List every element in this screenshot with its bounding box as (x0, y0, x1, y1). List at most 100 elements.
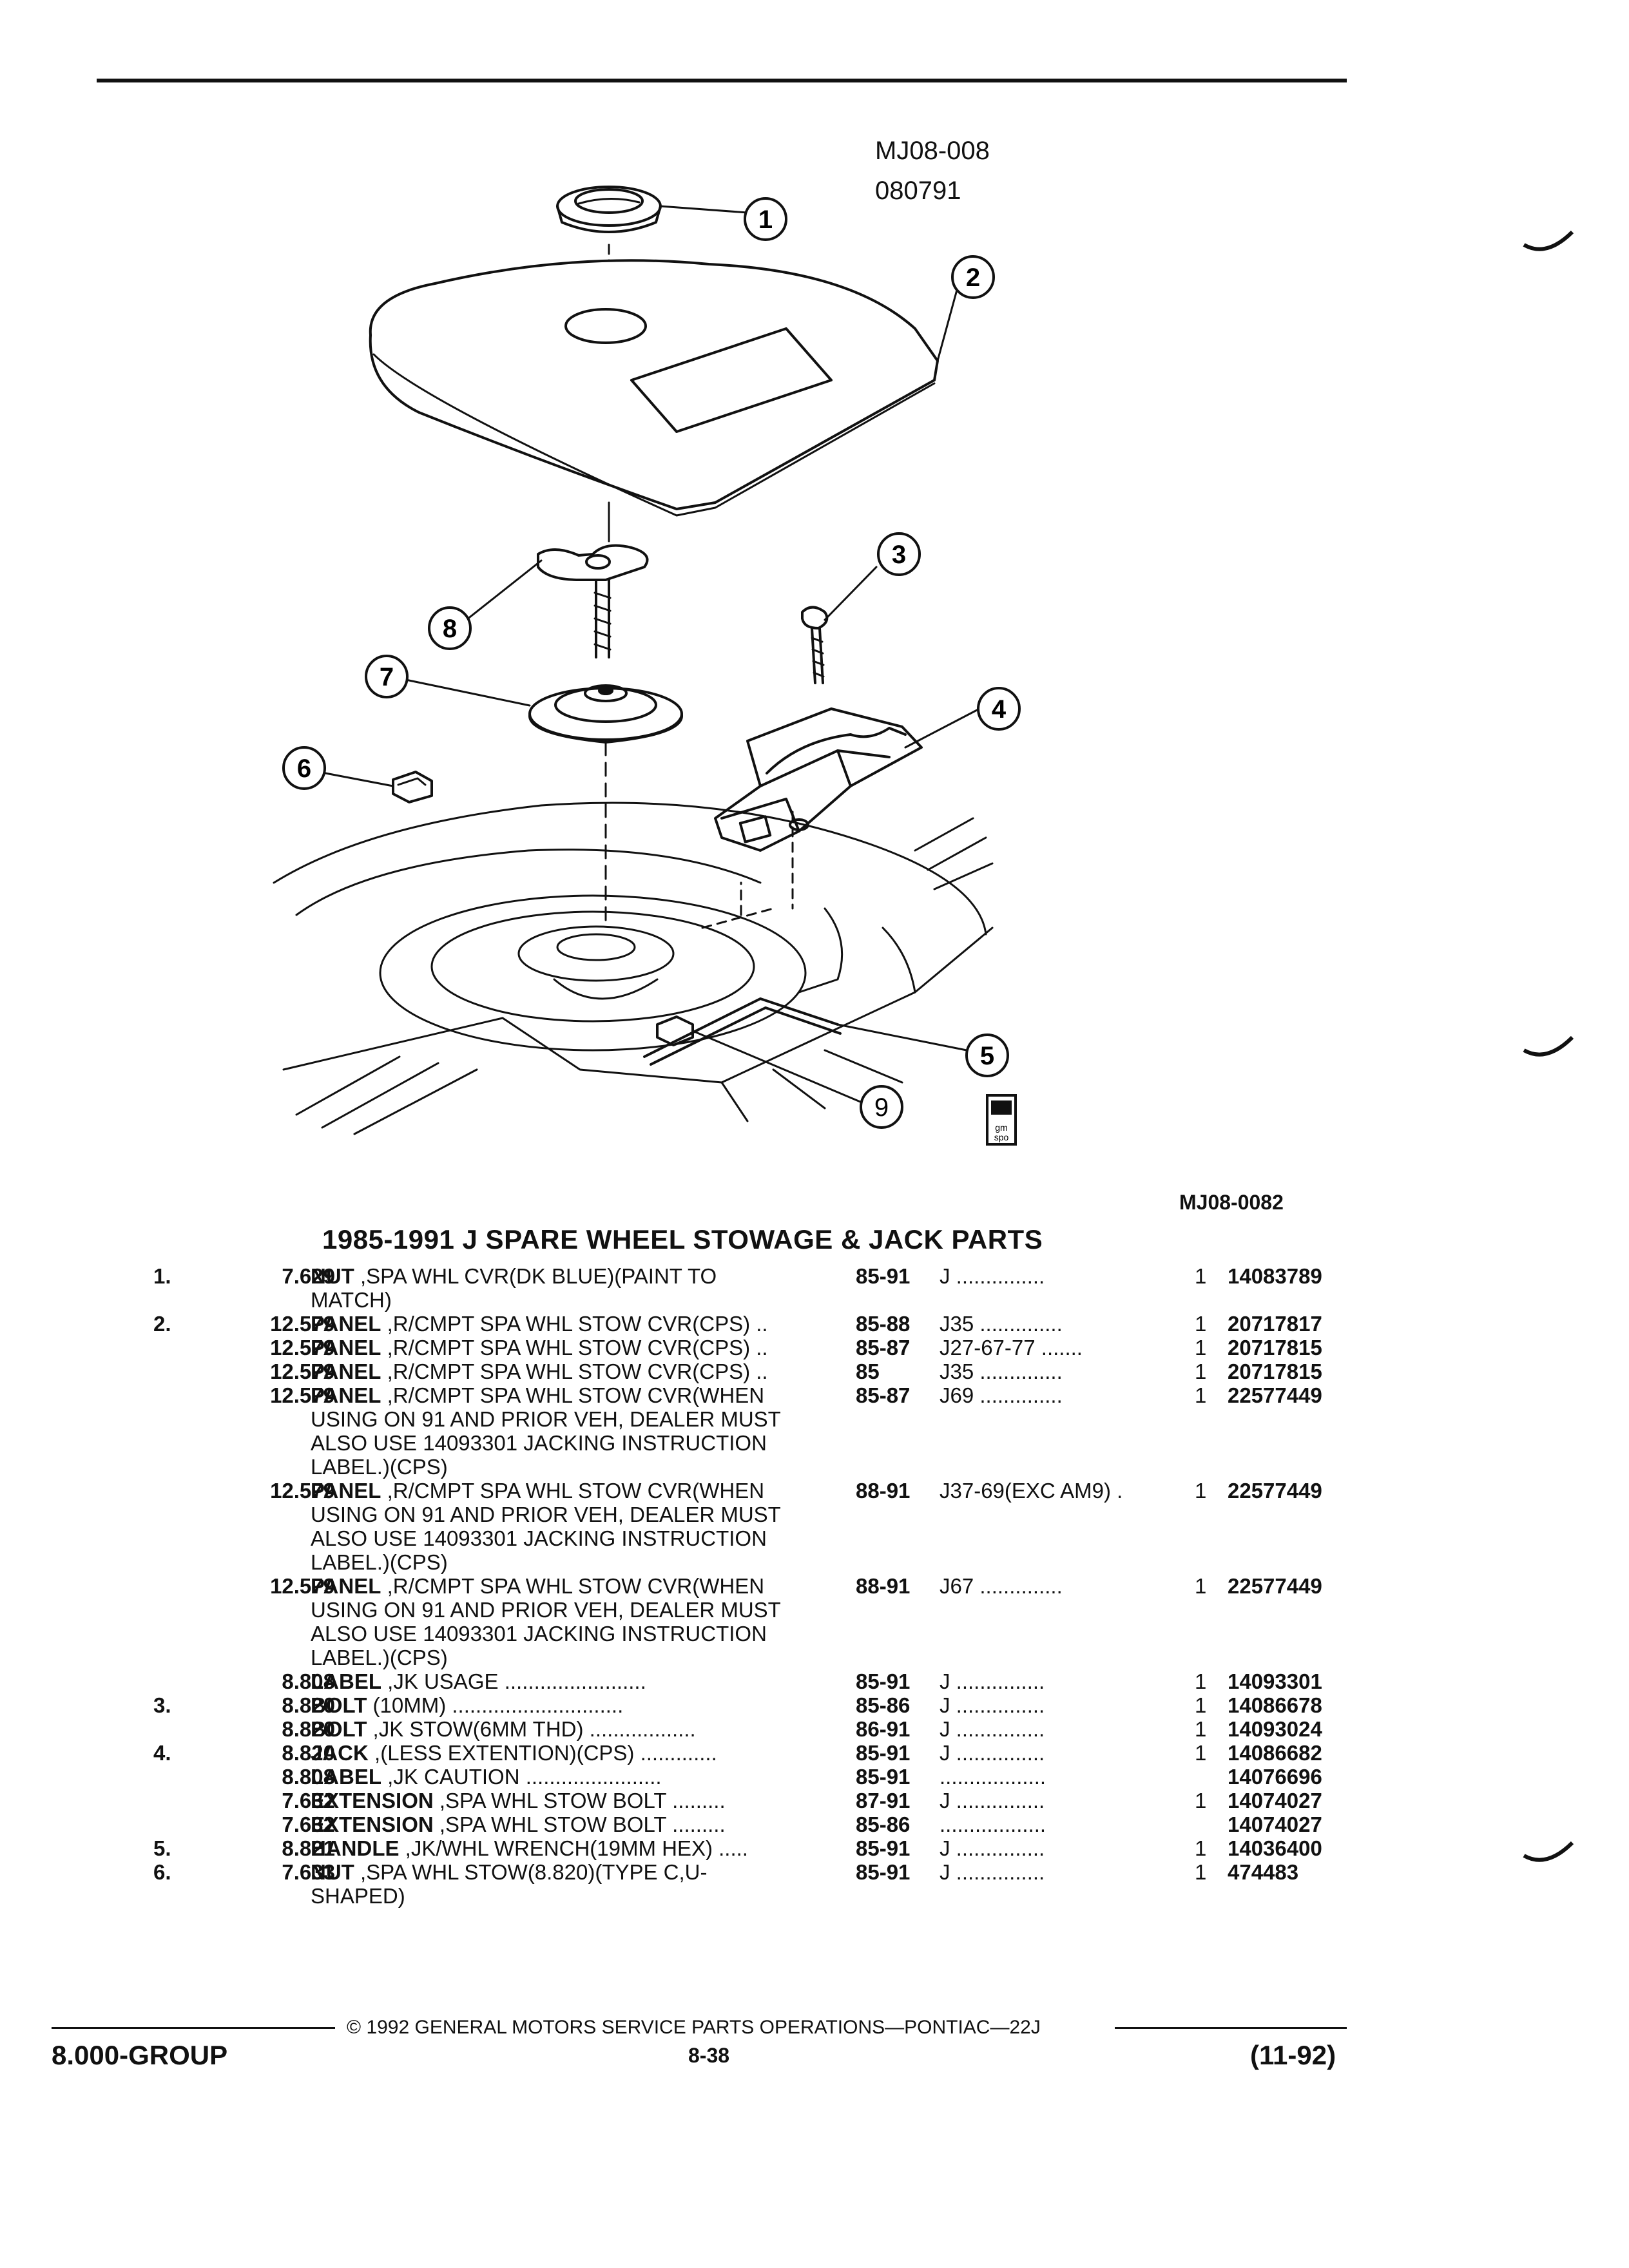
leader-dots: .................. (940, 1812, 1046, 1836)
model-years: 85-86 (856, 1812, 911, 1836)
model-years: 85-91 (856, 1669, 911, 1693)
description-text: ,SPA WHL STOW BOLT ......... (439, 1812, 726, 1836)
description-text: ,R/CMPT SPA WHL STOW CVR(CPS) .. (387, 1336, 768, 1360)
quantity: 1 (1195, 1860, 1207, 1884)
table-row: USING ON 91 AND PRIOR VEH, DEALER MUST (0, 1598, 1629, 1622)
table-row: SHAPED) (0, 1884, 1629, 1908)
part-name: PANEL (311, 1479, 381, 1503)
model-usage: J ............... (940, 1717, 1045, 1741)
description: NUT ,SPA WHL CVR(DK BLUE)(PAINT TO (311, 1264, 717, 1288)
model-usage: J37-69(EXC AM9) . (940, 1479, 1123, 1503)
cover-panel-part-2 (369, 259, 939, 543)
group-code: 7.632 (282, 1812, 335, 1836)
model-code: J (940, 1693, 950, 1717)
description: PANEL ,R/CMPT SPA WHL STOW CVR(WHEN (311, 1479, 764, 1503)
group-code: 8.821 (282, 1836, 335, 1860)
quantity: 1 (1195, 1336, 1207, 1360)
leader-dots: ............... (950, 1741, 1045, 1765)
item-number: 5. (153, 1836, 171, 1860)
quantity: 1 (1195, 1717, 1207, 1741)
part-name: PANEL (311, 1383, 381, 1407)
group-code: 8.820 (282, 1693, 335, 1717)
quantity: 1 (1195, 1836, 1207, 1860)
callout-5: 5 (965, 1033, 1009, 1077)
leader-dots: ............... (950, 1264, 1045, 1288)
part-number: 22577449 (1228, 1574, 1322, 1598)
part-number: 20717817 (1228, 1312, 1322, 1336)
model-code: J27-67-77 (940, 1336, 1036, 1360)
description-text: ,JK/WHL WRENCH(19MM HEX) ..... (405, 1836, 748, 1860)
svg-text:3: 3 (892, 541, 906, 569)
part-name: PANEL (311, 1336, 381, 1360)
quantity: 1 (1195, 1693, 1207, 1717)
leader-dots: .............. (974, 1574, 1063, 1598)
callout-2: 2 (951, 255, 995, 299)
binder-mark-icon (1523, 1841, 1574, 1862)
description-text: USING ON 91 AND PRIOR VEH, DEALER MUST (311, 1503, 781, 1526)
description: USING ON 91 AND PRIOR VEH, DEALER MUST (311, 1598, 781, 1622)
model-years: 85 (856, 1360, 880, 1383)
svg-text:7: 7 (380, 663, 394, 691)
model-code: J (940, 1789, 950, 1812)
part-name: PANEL (311, 1574, 381, 1598)
description: PANEL ,R/CMPT SPA WHL STOW CVR(WHEN (311, 1383, 764, 1407)
callout-1: 1 (744, 197, 787, 241)
part-name: LABEL (311, 1669, 381, 1693)
description: HANDLE ,JK/WHL WRENCH(19MM HEX) ..... (311, 1836, 748, 1860)
description: LABEL ,JK CAUTION ......................… (311, 1765, 662, 1789)
scissor-jack-part-4 (714, 707, 923, 852)
svg-text:gm: gm (995, 1122, 1007, 1133)
description: PANEL ,R/CMPT SPA WHL STOW CVR(WHEN (311, 1574, 764, 1598)
model-code: J (940, 1717, 950, 1741)
quantity: 1 (1195, 1312, 1207, 1336)
figure-ref-date: 080791 (875, 177, 961, 205)
model-years: 85-91 (856, 1765, 911, 1789)
description-text: ALSO USE 14093301 JACKING INSTRUCTION (311, 1431, 767, 1455)
exploded-parts-diagram: 1 2 3 4 5 6 7 8 9 gm spo (273, 186, 1021, 1146)
description-text: USING ON 91 AND PRIOR VEH, DEALER MUST (311, 1407, 781, 1431)
group-code: 12.579 (270, 1312, 335, 1336)
jack-stow-bolt-part-3 (801, 606, 829, 684)
figure-code: MJ08-0082 (1179, 1191, 1284, 1214)
model-usage: J67 .............. (940, 1574, 1063, 1598)
description: EXTENSION ,SPA WHL STOW BOLT ......... (311, 1812, 726, 1836)
part-number: 14083789 (1228, 1264, 1322, 1288)
model-code: J35 (940, 1312, 974, 1336)
leader-dots: .................. (940, 1765, 1046, 1789)
binder-mark-icon (1523, 1035, 1574, 1057)
description: BOLT (10MM) ............................… (311, 1693, 623, 1717)
footer-group: 8.000-GROUP (52, 2040, 228, 2070)
model-code: J69 (940, 1383, 974, 1407)
model-usage: J35 .............. (940, 1360, 1063, 1383)
item-number: 4. (153, 1741, 171, 1765)
model-code: J67 (940, 1574, 974, 1598)
model-years: 85-91 (856, 1264, 911, 1288)
model-years: 87-91 (856, 1789, 911, 1812)
quantity: 1 (1195, 1360, 1207, 1383)
part-name: LABEL (311, 1765, 381, 1789)
model-code: J (940, 1860, 950, 1884)
description: SHAPED) (311, 1884, 405, 1908)
model-usage: J ............... (940, 1836, 1045, 1860)
model-usage: .................. (940, 1812, 1046, 1836)
part-name: NUT (311, 1264, 354, 1288)
model-code: J (940, 1669, 950, 1693)
description-text: ,JK CAUTION ....................... (387, 1765, 662, 1789)
description: LABEL ,JK USAGE ........................ (311, 1669, 646, 1693)
callout-8: 8 (428, 606, 472, 650)
description: LABEL.)(CPS) (311, 1455, 448, 1479)
part-number: 20717815 (1228, 1360, 1322, 1383)
model-usage: J ............... (940, 1693, 1045, 1717)
description: USING ON 91 AND PRIOR VEH, DEALER MUST (311, 1503, 781, 1526)
table-row: USING ON 91 AND PRIOR VEH, DEALER MUST (0, 1407, 1629, 1431)
table-row: LABEL.)(CPS) (0, 1455, 1629, 1479)
model-code: J (940, 1836, 950, 1860)
svg-text:2: 2 (966, 264, 980, 292)
callout-6: 6 (282, 746, 326, 790)
description: LABEL.)(CPS) (311, 1646, 448, 1669)
description-text: LABEL.)(CPS) (311, 1455, 448, 1479)
part-number: 22577449 (1228, 1479, 1322, 1503)
figure-ref-code: MJ08-008 (875, 137, 990, 165)
